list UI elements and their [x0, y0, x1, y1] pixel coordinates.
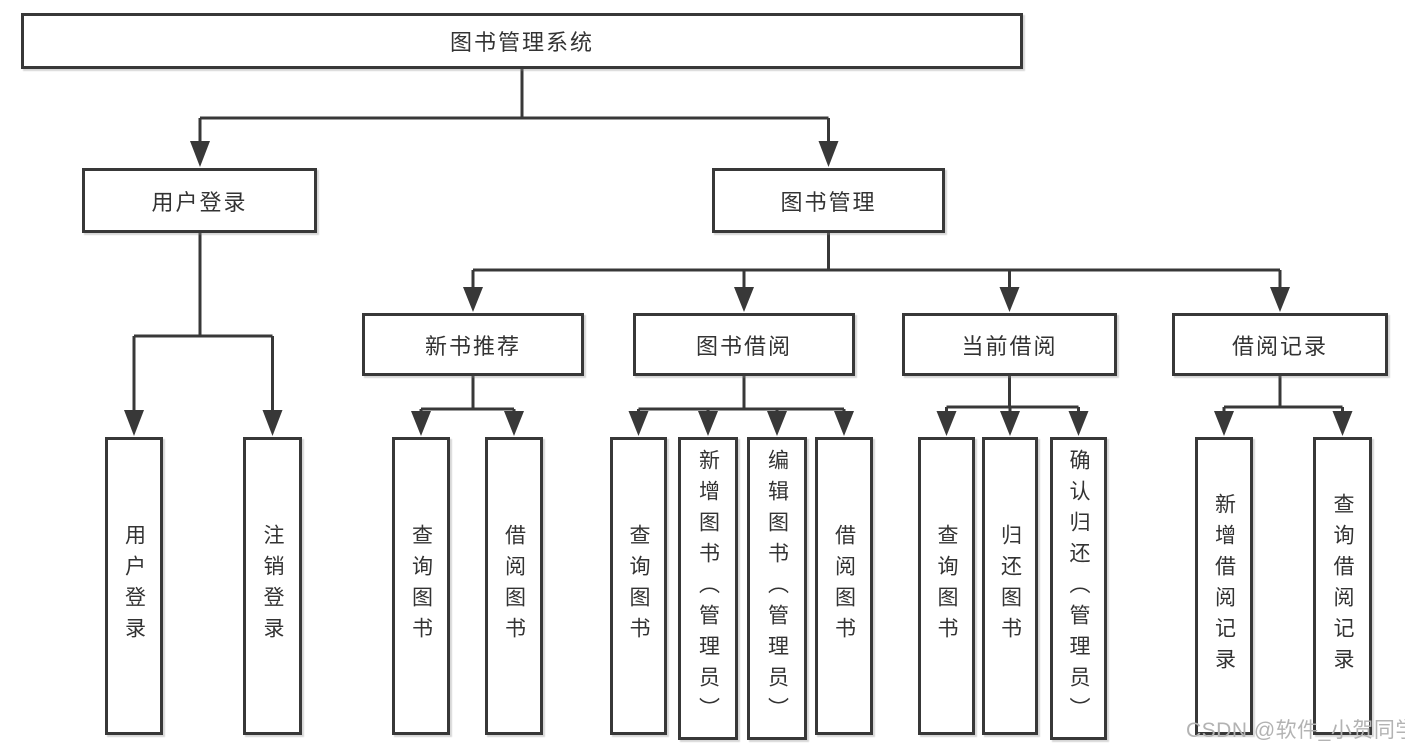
leaf-borrow-book-label: 借阅图书 [832, 524, 856, 648]
leaf-query-book-current: 查询图书 [918, 437, 975, 735]
node-root-label: 图书管理系统 [449, 30, 594, 55]
node-new-book-recommend-label: 新书推荐 [424, 333, 521, 359]
leaf-query-book-borrowing-label: 查询图书 [627, 524, 650, 648]
leaf-confirm-return-admin: 确认归还（管理员） [1050, 437, 1107, 740]
leaf-query-book-recommend: 查询图书 [392, 437, 450, 735]
leaf-query-book-borrowing: 查询图书 [610, 437, 667, 735]
leaf-edit-book-admin-label: 编辑图书（管理员） [765, 449, 789, 728]
leaf-user-login: 用户登录 [105, 437, 163, 735]
leaf-query-book-current-label: 查询图书 [935, 524, 958, 648]
node-book-management: 图书管理 [712, 168, 945, 233]
node-book-borrowing: 图书借阅 [633, 313, 855, 376]
leaf-return-book: 归还图书 [982, 437, 1038, 735]
leaf-query-borrow-record: 查询借阅记录 [1313, 437, 1372, 735]
leaf-add-book-admin-label: 新增图书（管理员） [696, 449, 720, 728]
leaf-return-book-label: 归还图书 [998, 524, 1022, 648]
node-current-borrowing: 当前借阅 [902, 313, 1117, 376]
leaf-borrow-book-recommend: 借阅图书 [485, 437, 543, 735]
leaf-borrow-book-recommend-label: 借阅图书 [502, 524, 526, 648]
node-current-borrowing-label: 当前借阅 [961, 333, 1058, 359]
node-new-book-recommend: 新书推荐 [362, 313, 584, 376]
node-book-management-label: 图书管理 [780, 189, 877, 215]
leaf-user-login-label: 用户登录 [122, 524, 146, 648]
leaf-logout-label: 注销登录 [261, 524, 284, 648]
node-borrow-records-label: 借阅记录 [1231, 333, 1328, 359]
leaf-confirm-return-admin-label: 确认归还（管理员） [1067, 449, 1090, 728]
leaf-add-book-admin: 新增图书（管理员） [678, 437, 738, 740]
node-user-login: 用户登录 [82, 168, 317, 233]
leaf-query-borrow-record-label: 查询借阅记录 [1331, 493, 1354, 679]
leaf-borrow-book: 借阅图书 [815, 437, 873, 735]
node-book-borrowing-label: 图书借阅 [695, 333, 792, 359]
leaf-query-book-recommend-label: 查询图书 [409, 524, 433, 648]
arrowhead-icons [124, 141, 1353, 436]
leaf-logout: 注销登录 [243, 437, 302, 735]
leaf-add-borrow-record: 新增借阅记录 [1195, 437, 1253, 735]
leaf-add-borrow-record-label: 新增借阅记录 [1212, 493, 1236, 679]
connector-shafts [132, 69, 1344, 413]
node-root-system: 图书管理系统 [21, 13, 1023, 69]
node-user-login-label: 用户登录 [151, 189, 248, 215]
node-borrow-records: 借阅记录 [1172, 313, 1388, 376]
csdn-watermark: CSDN @软件_小贺同学 [1186, 719, 1405, 742]
leaf-edit-book-admin: 编辑图书（管理员） [747, 437, 807, 740]
